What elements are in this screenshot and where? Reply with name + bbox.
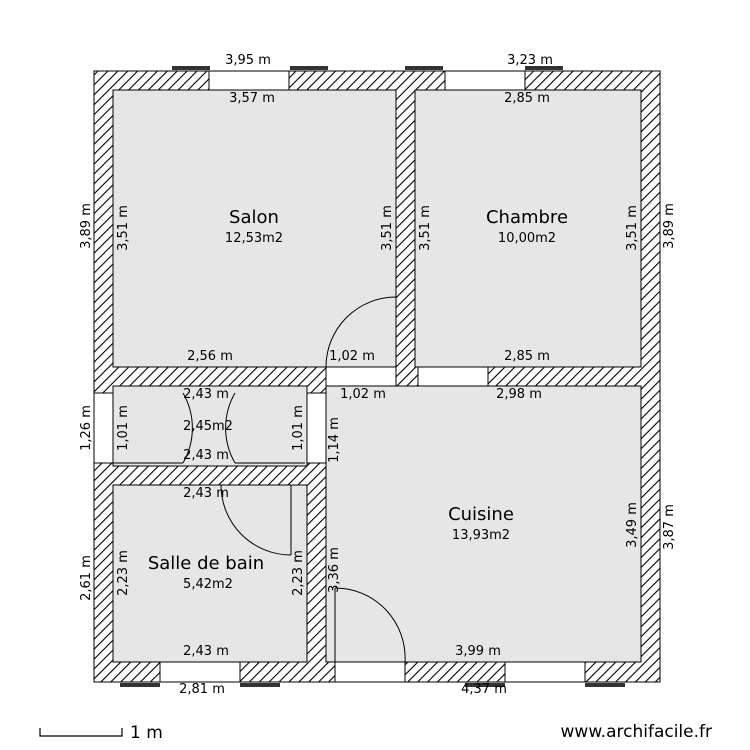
- room-name-salle-de-bain: Salle de bain: [148, 553, 264, 574]
- room-area-corridor: 2,45m2: [183, 419, 233, 434]
- dim-label: 2,43 m: [183, 387, 229, 402]
- horizontal-dimensions: 3,95 m 3,23 m 3,57 m 2,85 m 2,56 m 1,02 …: [179, 53, 553, 697]
- salon-floor: [112, 89, 397, 368]
- door-salon: [325, 296, 397, 368]
- dim-label: 2,23 m: [116, 550, 131, 596]
- dim-label: 3,51 m: [380, 205, 395, 251]
- door-corridor-right: [225, 392, 305, 464]
- dim-label: 3,99 m: [455, 644, 501, 659]
- dim-label: 2,85 m: [504, 91, 550, 106]
- dim-label: 3,51 m: [116, 205, 131, 251]
- dim-label: 1,26 m: [79, 405, 94, 451]
- dim-label: 1,14 m: [327, 417, 342, 463]
- room-area-salon: 12,53m2: [225, 231, 283, 246]
- dim-label: 2,85 m: [504, 349, 550, 364]
- window-cuisine: [504, 661, 586, 683]
- dim-label: 2,81 m: [179, 682, 225, 697]
- scale-label: 1 m: [130, 723, 163, 743]
- scale-bar: 1 m: [39, 723, 163, 743]
- dim-label: 2,43 m: [183, 644, 229, 659]
- room-area-chambre: 10,00m2: [498, 231, 556, 246]
- dim-label: 3,57 m: [229, 91, 275, 106]
- dim-label: 1,02 m: [340, 387, 386, 402]
- salle-de-bain-floor: [112, 484, 308, 663]
- door-corridor-left: [113, 392, 193, 464]
- dim-label: 3,51 m: [625, 205, 640, 251]
- window-salle-de-bain: [159, 661, 241, 683]
- dim-label: 2,61 m: [79, 555, 94, 601]
- door-cuisine: [334, 587, 406, 663]
- openings: [93, 66, 625, 687]
- corridor-floor: [112, 385, 308, 467]
- door-swings: [113, 296, 406, 663]
- dim-label: 3,51 m: [418, 205, 433, 251]
- opening-chambre-cuisine: [417, 366, 489, 387]
- dim-label: 2,98 m: [496, 387, 542, 402]
- cuisine-floor: [325, 385, 642, 663]
- room-name-cuisine: Cuisine: [448, 504, 514, 525]
- door-cuisine-exterior: [334, 661, 406, 683]
- room-name-chambre: Chambre: [486, 207, 568, 228]
- dim-label: 2,23 m: [291, 550, 306, 596]
- dim-label: 4,37 m: [461, 682, 507, 697]
- vertical-dimensions: 3,89 m 3,51 m 3,51 m 3,51 m 3,51 m 3,89 …: [79, 203, 677, 601]
- dim-label: 3,36 m: [327, 547, 342, 593]
- room-area-cuisine: 13,93m2: [452, 528, 510, 543]
- dim-label: 3,87 m: [662, 504, 677, 550]
- dim-label: 1,02 m: [329, 349, 375, 364]
- dim-label: 1,01 m: [116, 405, 131, 451]
- opening-corridor-right: [306, 392, 327, 464]
- room-area-salle-de-bain: 5,42m2: [183, 577, 233, 592]
- dim-label: 2,56 m: [187, 349, 233, 364]
- dim-label: 3,23 m: [507, 53, 553, 68]
- dim-label: 3,89 m: [662, 203, 677, 249]
- dim-label: 1,01 m: [291, 405, 306, 451]
- room-labels: Salon 12,53m2 Chambre 10,00m2 2,45m2 Sal…: [148, 207, 568, 592]
- room-name-salon: Salon: [229, 207, 279, 228]
- door-salle-de-bain: [220, 484, 292, 556]
- opening-salon-cuisine: [325, 366, 397, 387]
- chambre-floor: [414, 89, 642, 368]
- window-salon: [208, 70, 290, 91]
- watermark: www.archifacile.fr: [561, 722, 712, 742]
- dim-label: 3,49 m: [625, 502, 640, 548]
- room-floors: [112, 89, 642, 663]
- dim-label: 2,43 m: [183, 448, 229, 463]
- dim-label: 3,89 m: [79, 203, 94, 249]
- opening-corridor-left: [93, 392, 114, 464]
- dim-label: 3,95 m: [225, 53, 271, 68]
- dim-label: 2,43 m: [183, 486, 229, 501]
- window-chambre: [444, 70, 526, 91]
